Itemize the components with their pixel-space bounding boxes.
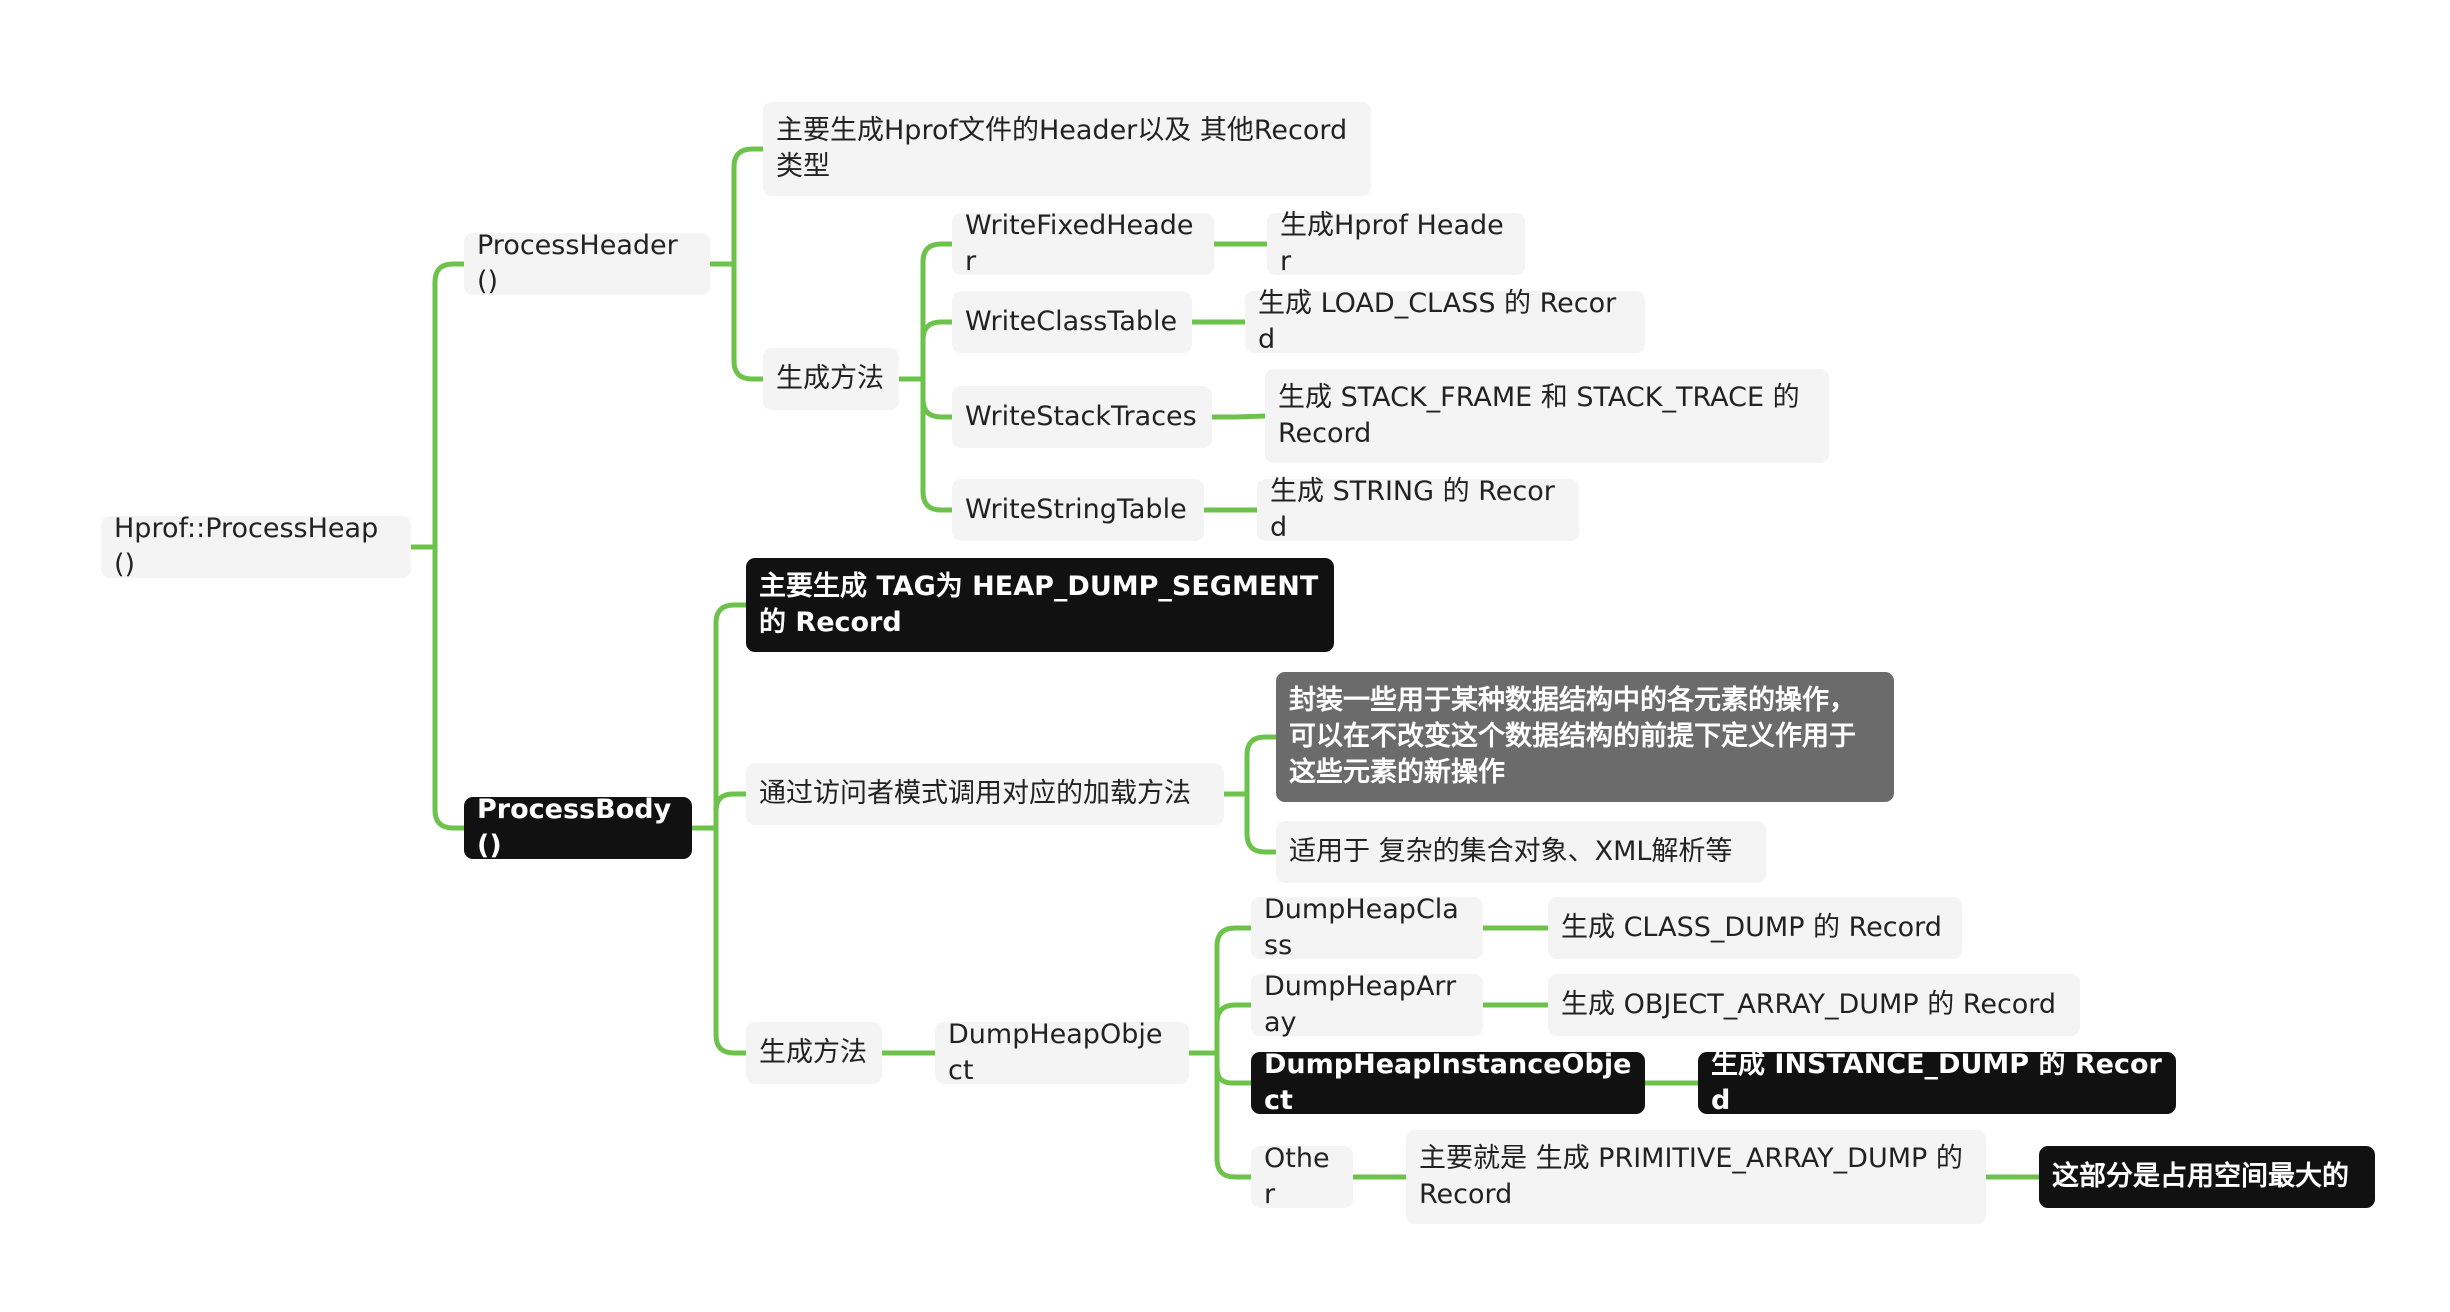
write-stack-traces-node[interactable]: WriteStackTraces xyxy=(952,386,1212,448)
gen-class-dump-node[interactable]: 生成 CLASS_DUMP 的 Record xyxy=(1548,897,1962,959)
gen-object-array-dump-node[interactable]: 生成 OBJECT_ARRAY_DUMP 的 Record xyxy=(1548,974,2080,1036)
gen-primitive-array-dump-node[interactable]: 主要就是 生成 PRIMITIVE_ARRAY_DUMP 的 Record xyxy=(1406,1130,1986,1224)
other-node[interactable]: Other xyxy=(1251,1143,1353,1210)
visitor-pattern-node[interactable]: 通过访问者模式调用对应的加载方法 xyxy=(746,763,1224,825)
gen-hprof-header-node[interactable]: 生成Hprof Header xyxy=(1267,210,1525,277)
header-note-node[interactable]: 主要生成Hprof文件的Header以及 其他Record类型 xyxy=(763,102,1371,196)
write-string-table-node[interactable]: WriteStringTable xyxy=(952,479,1204,541)
visitor-usage-node[interactable]: 适用于 复杂的集合对象、XML解析等 xyxy=(1276,821,1766,883)
write-class-table-node[interactable]: WriteClassTable xyxy=(952,291,1192,353)
connector-visitor_pattern xyxy=(1221,734,1279,855)
root-node[interactable]: Hprof::ProcessHeap() xyxy=(101,513,411,580)
body-note-node[interactable]: 主要生成 TAG为 HEAP_DUMP_SEGMENT 的 Record xyxy=(746,558,1334,652)
connector-dump_heap_object xyxy=(1186,925,1254,1180)
gen-load-class-node[interactable]: 生成 LOAD_CLASS 的 Record xyxy=(1245,288,1645,355)
connector-root xyxy=(408,261,467,831)
body-methods-node[interactable]: 生成方法 xyxy=(746,1022,882,1084)
write-fixed-header-node[interactable]: WriteFixedHeader xyxy=(952,210,1214,277)
process-body-node[interactable]: ProcessBody() xyxy=(464,794,692,861)
connector-header_methods xyxy=(896,241,955,513)
dump-heap-array-node[interactable]: DumpHeapArray xyxy=(1251,971,1483,1038)
largest-space-note-node[interactable]: 这部分是占用空间最大的 xyxy=(2039,1146,2375,1208)
visitor-description-node[interactable]: 封装一些用于某种数据结构中的各元素的操作，可以在不改变这个数据结构的前提下定义作… xyxy=(1276,672,1894,802)
dump-heap-instance-object-node[interactable]: DumpHeapInstanceObject xyxy=(1251,1049,1645,1116)
header-methods-node[interactable]: 生成方法 xyxy=(763,348,899,410)
connector-write_stack_traces xyxy=(1209,413,1268,420)
process-header-node[interactable]: ProcessHeader() xyxy=(464,230,710,297)
connector-process_body xyxy=(689,602,749,1056)
dump-heap-class-node[interactable]: DumpHeapClass xyxy=(1251,894,1483,961)
gen-stack-frame-node[interactable]: 生成 STACK_FRAME 和 STACK_TRACE 的 Record xyxy=(1265,369,1829,463)
gen-instance-dump-node[interactable]: 生成 INSTANCE_DUMP 的 Record xyxy=(1698,1049,2176,1116)
gen-string-node[interactable]: 生成 STRING 的 Record xyxy=(1257,476,1579,543)
connector-process_header xyxy=(707,146,766,382)
dump-heap-object-node[interactable]: DumpHeapObject xyxy=(935,1019,1189,1086)
